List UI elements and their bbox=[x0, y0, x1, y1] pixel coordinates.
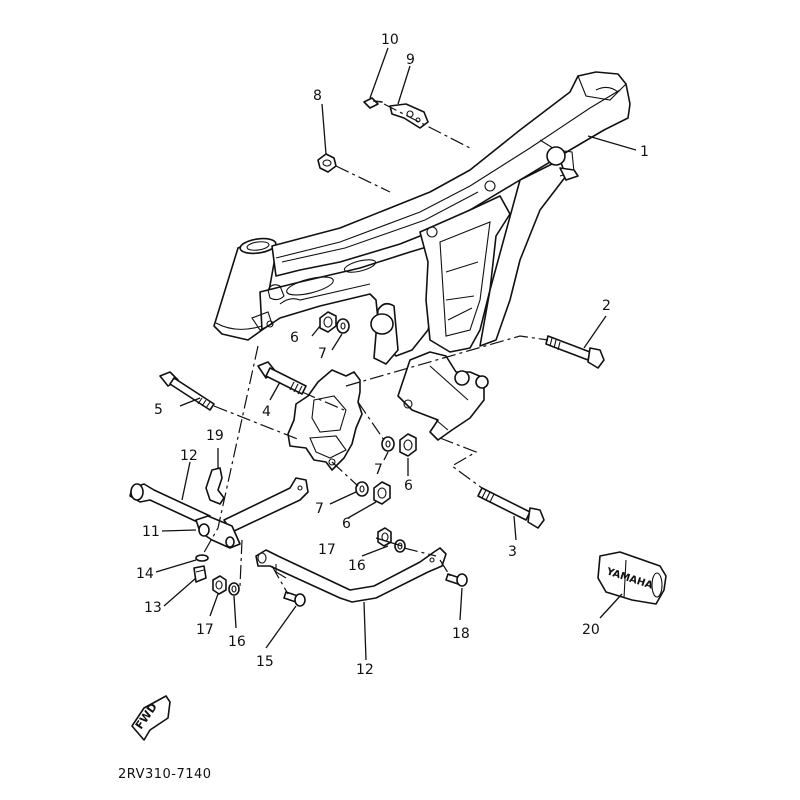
nut-17a bbox=[212, 575, 227, 595]
callout-7a: 7 bbox=[318, 346, 327, 362]
washer-7c bbox=[355, 481, 369, 497]
callout-6c: 6 bbox=[342, 516, 351, 532]
callout-19: 19 bbox=[206, 428, 224, 444]
part-code: 2RV310-7140 bbox=[118, 767, 212, 782]
callout-17a: 17 bbox=[196, 622, 214, 638]
callouts: 10 9 8 1 2 6 7 5 4 19 7 6 12 7 6 11 3 17… bbox=[136, 32, 649, 678]
leader-lines bbox=[155, 47, 637, 661]
callout-9: 9 bbox=[406, 52, 415, 68]
callout-13: 13 bbox=[144, 600, 162, 616]
washer-7a bbox=[336, 318, 350, 334]
bolt-13 bbox=[193, 565, 207, 583]
nut-17b bbox=[377, 527, 392, 547]
engine-mount-plate bbox=[287, 369, 363, 471]
callout-18: 18 bbox=[452, 626, 470, 642]
washer-14 bbox=[195, 554, 209, 562]
callout-14: 14 bbox=[136, 566, 154, 582]
bolt-2 bbox=[545, 335, 605, 369]
callout-17b: 17 bbox=[318, 542, 336, 558]
frame-part bbox=[213, 71, 631, 441]
engine-guard-stay-upper bbox=[129, 477, 309, 549]
callout-11: 11 bbox=[142, 524, 160, 540]
nut-6a bbox=[319, 311, 337, 333]
bolt-4 bbox=[257, 361, 307, 395]
bracket-19 bbox=[205, 467, 225, 505]
emblem-20: YAMAHA bbox=[597, 551, 667, 605]
bolt-5 bbox=[159, 371, 215, 411]
assembly-lines bbox=[201, 103, 549, 595]
nut-6b bbox=[399, 433, 417, 457]
callout-10: 10 bbox=[381, 32, 399, 48]
bolt-15 bbox=[283, 591, 306, 607]
callout-1: 1 bbox=[640, 144, 649, 160]
fwd-arrow-icon: FWD bbox=[131, 695, 171, 741]
nut-6c bbox=[373, 481, 391, 505]
clamp-9 bbox=[389, 103, 429, 129]
callout-2: 2 bbox=[602, 298, 611, 314]
callout-7c: 7 bbox=[315, 501, 324, 517]
callout-5: 5 bbox=[154, 402, 163, 418]
callout-12a: 12 bbox=[180, 448, 198, 464]
callout-16a: 16 bbox=[228, 634, 246, 650]
bolt-3 bbox=[477, 487, 545, 529]
callout-20: 20 bbox=[582, 622, 600, 638]
callout-15: 15 bbox=[256, 654, 274, 670]
callout-6a: 6 bbox=[290, 330, 299, 346]
callout-6b: 6 bbox=[404, 478, 413, 494]
bolt-18 bbox=[445, 573, 468, 587]
washer-7b bbox=[381, 436, 395, 452]
callout-8: 8 bbox=[313, 88, 322, 104]
screw-10 bbox=[363, 97, 383, 109]
callout-4: 4 bbox=[262, 404, 271, 420]
engine-guard-stay-lower bbox=[255, 547, 447, 603]
callout-7b: 7 bbox=[374, 462, 383, 478]
callout-12b: 12 bbox=[356, 662, 374, 678]
callout-16b: 16 bbox=[348, 558, 366, 574]
nut-8 bbox=[317, 153, 337, 173]
callout-3: 3 bbox=[508, 544, 517, 560]
washer-16a bbox=[228, 582, 240, 596]
